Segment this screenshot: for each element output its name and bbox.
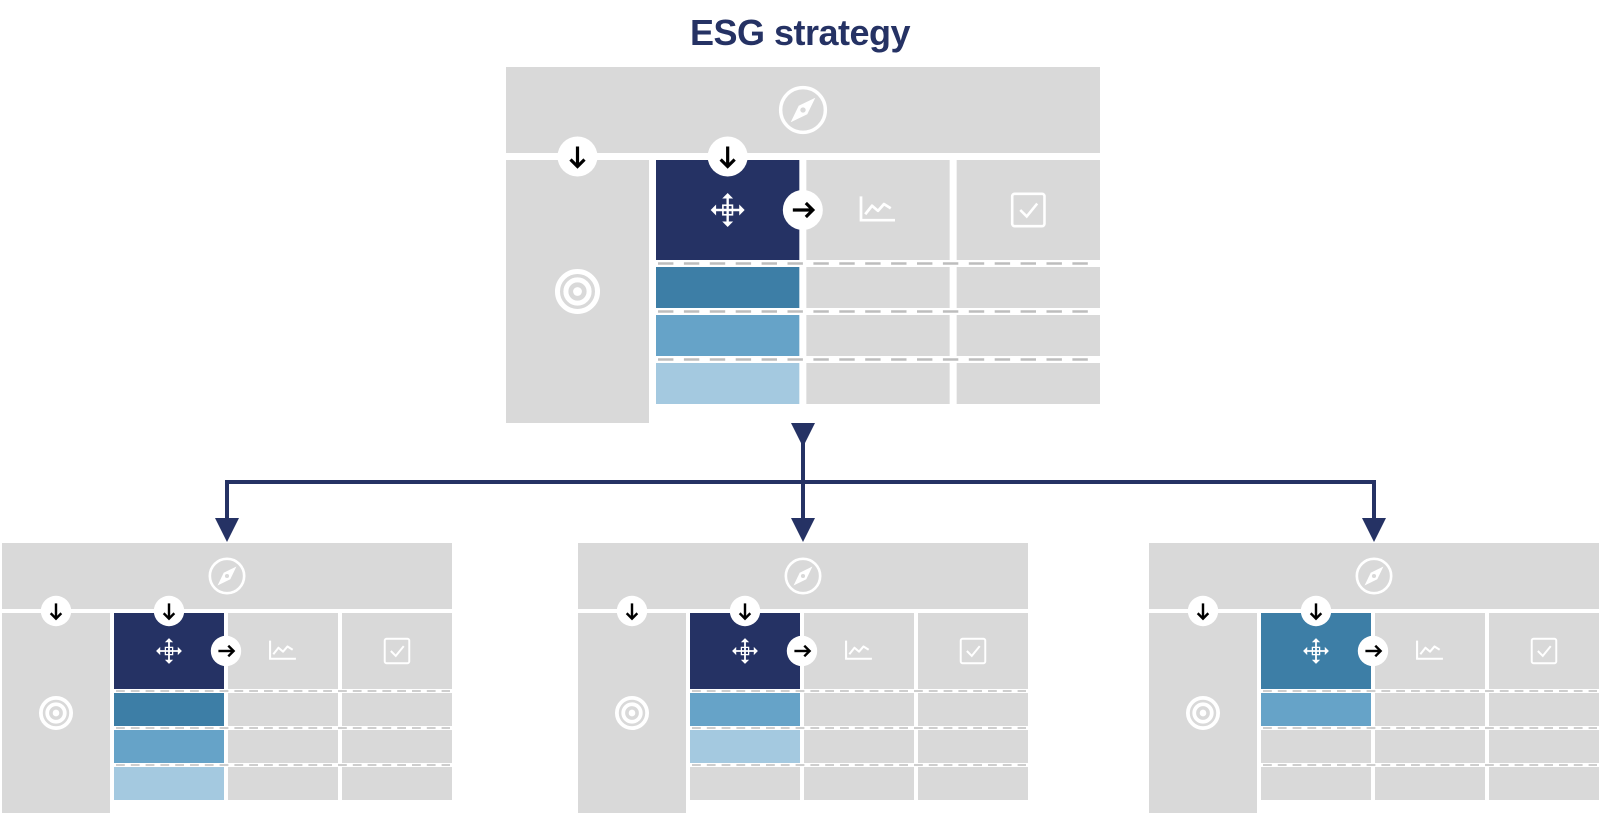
trend-chart-icon (269, 640, 296, 660)
compass-icon (784, 557, 822, 595)
arrow-down-icon (1187, 595, 1219, 627)
grid-cell (956, 315, 1100, 356)
grid-cell (1489, 693, 1599, 726)
arrow-right-icon (786, 635, 818, 667)
grid-cell (228, 730, 338, 763)
grid-cell (918, 767, 1028, 800)
trend-chart-icon (859, 196, 895, 222)
target-icon (614, 695, 650, 731)
checkbox-icon (383, 637, 411, 665)
move-arrows-icon (732, 638, 758, 664)
arrow-right-icon (782, 190, 823, 230)
trend-chart-icon (845, 640, 872, 660)
grid-cell (1261, 767, 1371, 800)
arrow-down-icon (616, 595, 648, 627)
grid-cell (1375, 767, 1485, 800)
checkbox-icon (1530, 637, 1558, 665)
priority-bar (656, 363, 800, 404)
grid-cell (1489, 613, 1599, 689)
grid-cell (342, 730, 452, 763)
grid-cell (956, 267, 1100, 308)
grid-cell (918, 730, 1028, 763)
page-title: ESG strategy (689, 12, 911, 53)
grid-cell (956, 363, 1100, 404)
grid-cell (342, 693, 452, 726)
priority-bar (114, 767, 224, 800)
grid-cell (918, 693, 1028, 726)
grid-cell (1489, 767, 1599, 800)
child-strategy-panel-right (1149, 543, 1599, 813)
trend-chart-icon (1416, 640, 1443, 660)
grid-cell (1375, 693, 1485, 726)
grid-cell (804, 730, 914, 763)
target-icon (554, 268, 601, 315)
arrow-right-icon (1357, 635, 1389, 667)
compass-icon (208, 557, 246, 595)
arrow-down-icon (707, 136, 748, 177)
arrow-down-icon (729, 595, 761, 627)
arrow-down-icon (40, 595, 72, 627)
grid-cell (804, 767, 914, 800)
top-strategy-panel (506, 67, 1100, 423)
move-arrows-icon (1303, 638, 1329, 664)
arrow-right-icon (210, 635, 242, 667)
child-strategy-panel-center (578, 543, 1028, 813)
connector-lines (215, 423, 1386, 542)
priority-bar (114, 693, 224, 726)
grid-cell (806, 363, 950, 404)
move-arrows-icon (156, 638, 182, 664)
compass-icon (778, 85, 828, 135)
arrow-down-icon (557, 136, 598, 177)
priority-bar (114, 730, 224, 763)
connector-bus (225, 480, 1376, 530)
priority-bar (690, 693, 800, 726)
child-strategy-panel-left (2, 543, 452, 813)
grid-cell (342, 767, 452, 800)
grid-cell (342, 613, 452, 689)
priority-bar (656, 267, 800, 308)
priority-bar (1261, 693, 1371, 726)
target-icon (1185, 695, 1221, 731)
grid-cell (228, 693, 338, 726)
arrow-down-icon (1300, 595, 1332, 627)
priority-bar (690, 730, 800, 763)
grid-cell (918, 613, 1028, 689)
grid-cell (806, 267, 950, 308)
grid-cell (956, 160, 1100, 260)
grid-cell (1489, 730, 1599, 763)
arrow-down-icon (153, 595, 185, 627)
priority-bar (656, 315, 800, 356)
compass-icon (1355, 557, 1393, 595)
move-arrows-icon (710, 193, 745, 227)
target-icon (38, 695, 74, 731)
grid-cell (1375, 730, 1485, 763)
grid-cell (228, 767, 338, 800)
grid-cell (690, 767, 800, 800)
grid-cell (804, 693, 914, 726)
grid-cell (1261, 730, 1371, 763)
grid-cell (806, 315, 950, 356)
checkbox-icon (959, 637, 987, 665)
checkbox-icon (1010, 192, 1046, 228)
